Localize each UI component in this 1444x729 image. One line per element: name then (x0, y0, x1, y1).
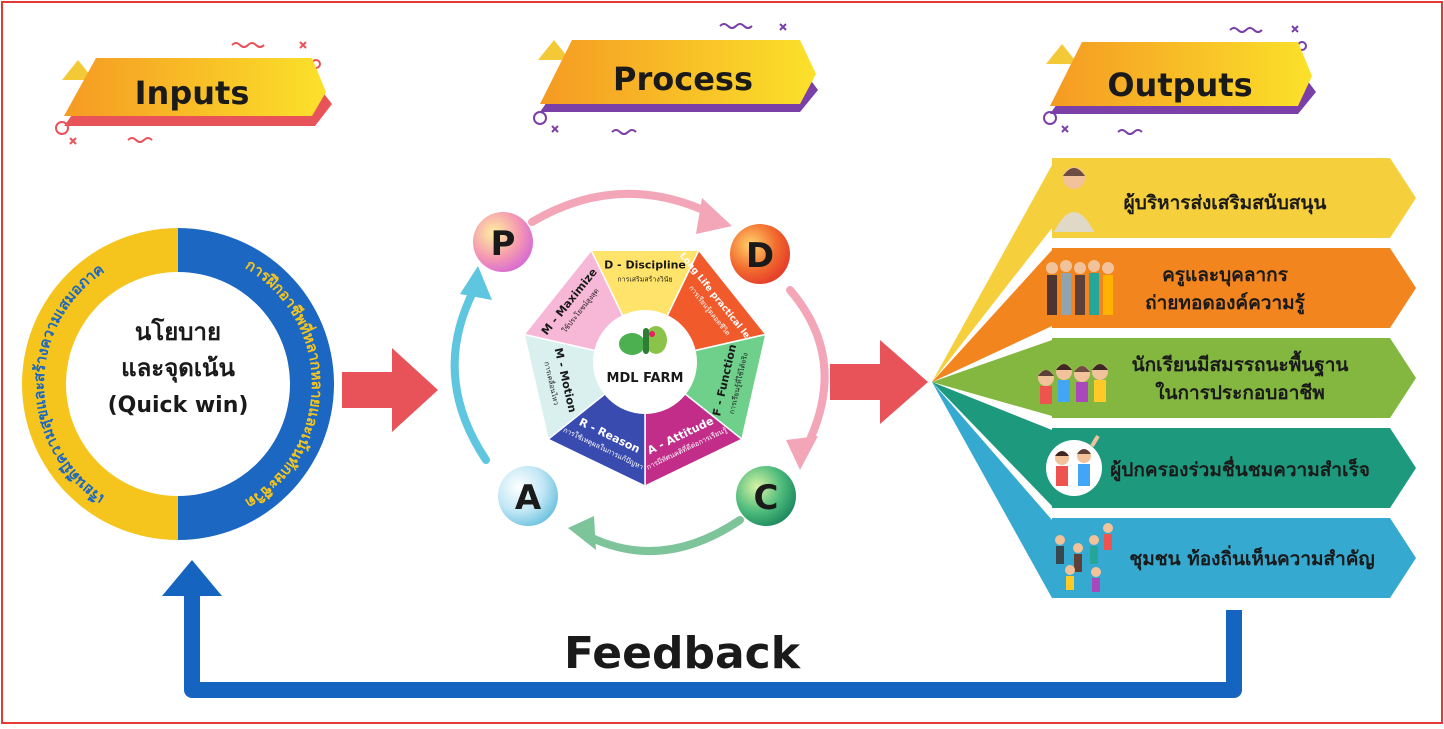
outputs-banner: Outputs (1043, 25, 1316, 135)
feedback-arrowhead-icon (162, 560, 222, 596)
output-2-line-2: ถ่ายทอดองค์ความรู้ (1145, 292, 1306, 315)
output-box-parents: ผู้ปกครองร่วมชื่นชมความสำเร็จ (1046, 428, 1416, 508)
community-people-icon (1055, 523, 1113, 592)
pdca-d-label: D (746, 236, 774, 276)
feedback-label: Feedback (564, 628, 802, 679)
input-to-process-arrow-icon (342, 348, 438, 432)
output-box-students: นักเรียนมีสมรรถนะพื้นฐาน ในการประกอบอาชี… (1038, 338, 1416, 418)
inputs-banner: Inputs (55, 41, 332, 145)
cycle-arrow-d-to-c-icon (786, 286, 829, 452)
outputs-title: Outputs (1107, 66, 1252, 104)
parents-family-icon (1046, 434, 1102, 496)
output-box-community: ชุมชน ท้องถิ่นเห็นความสำคัญ (1052, 518, 1416, 598)
output-fan-3 (932, 340, 1052, 416)
heptagon-center (593, 310, 697, 414)
mdl-farm-label: MDL FARM (607, 371, 684, 386)
pdca-c-label: C (754, 478, 779, 518)
policy-line-1: นโยบาย (135, 317, 221, 346)
output-fan-5 (932, 382, 1052, 598)
feedback-loop-line (184, 592, 1242, 698)
pdca-p-circle (473, 212, 533, 272)
output-3-line-1: นักเรียนมีสมรรถนะพื้นฐาน (1132, 350, 1349, 378)
output-1-line-1: ผู้บริหารส่งเสริมสนับสนุน (1124, 192, 1327, 215)
segment-subtitle: การเสริมสร้างวินัย (617, 276, 672, 284)
teachers-group-icon (1046, 260, 1114, 315)
output-fan-1 (932, 165, 1052, 382)
segment-title: D - Discipline (604, 259, 686, 272)
students-group-icon (1038, 364, 1108, 404)
output-fan-4 (932, 382, 1052, 506)
pdca-cycle: P D C A (450, 189, 829, 556)
banner-decoration-icon (1043, 25, 1307, 135)
output-box-teachers: ครูและบุคลากร ถ่ายทอดองค์ความรู้ (1046, 248, 1416, 328)
executive-person-icon (1054, 167, 1094, 232)
process-title: Process (613, 60, 753, 98)
cycle-arrow-a-to-p-icon (450, 286, 490, 464)
output-3-line-2: ในการประกอบอาชีพ (1155, 381, 1325, 404)
pdca-d-circle (730, 224, 790, 284)
pdca-c-circle (736, 466, 796, 526)
ring-center-disc (66, 272, 290, 496)
cactus-logo-icon (619, 326, 667, 355)
pdca-a-label: A (515, 478, 542, 518)
cycle-arrow-c-to-a-icon (580, 516, 744, 556)
cycle-arrow-p-to-d-icon (528, 189, 716, 226)
inputs-title: Inputs (135, 74, 250, 112)
pdca-a-circle (498, 466, 558, 526)
pdca-p-label: P (491, 224, 516, 264)
output-fan-2 (932, 250, 1052, 382)
output-box-executives: ผู้บริหารส่งเสริมสนับสนุน (1052, 158, 1416, 238)
policy-line-3: (Quick win) (108, 393, 249, 418)
output-4-line-1: ผู้ปกครองร่วมชื่นชมความสำเร็จ (1110, 456, 1370, 482)
outputs-group: ผู้บริหารส่งเสริมสนับสนุน ครูและบุคลากร … (932, 158, 1416, 598)
process-banner: Process (533, 23, 818, 135)
policy-line-2: และจุดเน้น (121, 354, 235, 384)
process-to-output-arrow-icon (830, 340, 928, 424)
inputs-ring: เรียนดีมีความสุขและสร้างความเสมอภาค การฝ… (22, 228, 334, 540)
output-2-line-1: ครูและบุคลากร (1162, 264, 1289, 287)
output-5-line-1: ชุมชน ท้องถิ่นเห็นความสำคัญ (1129, 545, 1374, 571)
